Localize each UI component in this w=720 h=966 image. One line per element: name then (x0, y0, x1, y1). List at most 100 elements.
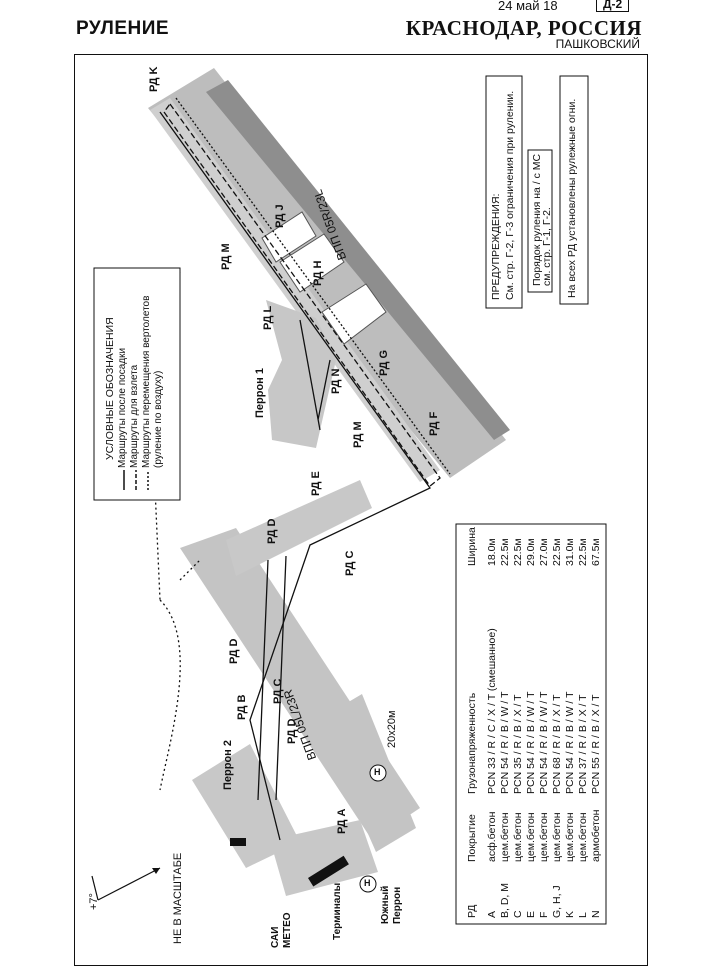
island-j (261, 211, 317, 263)
magnetic-variation: +7° (88, 893, 100, 910)
warnings-title: ПРЕДУПРЕЖДЕНИЯ: (490, 193, 502, 300)
route-heli (175, 97, 451, 475)
chart-section-title: РУЛЕНИЕ (76, 18, 170, 39)
taxiway-e-label: РД E (310, 471, 322, 496)
table-cell-surface: цем.бетон (551, 812, 563, 862)
table-cell-rd: B, D, M (499, 882, 511, 918)
table-cell-surface: цем.бетон (512, 812, 524, 862)
table-cell-rd: E (525, 910, 537, 918)
table-cell-strength: PCN 37 / R / B / X / T (577, 694, 589, 794)
island-h (279, 233, 345, 293)
table-cell-rd: F (538, 911, 550, 918)
taxiway-d2-label: РД D (228, 638, 240, 664)
helipad-icon (369, 764, 387, 782)
table-cell-width: 18.0м (486, 538, 498, 566)
airport-name: ПАШКОВСКИЙ (555, 37, 640, 51)
table-cell-rd: L (577, 912, 589, 918)
runway-05r-surface (206, 80, 510, 440)
table-cell-strength: PCN 55 / R / B / X / T (590, 694, 602, 794)
south-apron (270, 820, 378, 896)
table-cell-width: 22.5м (551, 538, 563, 566)
legend-item-takeoff: Маршруты для взлета (129, 364, 140, 468)
table-cell-strength: PCN 54 / R / B / W / T (499, 691, 511, 795)
warning-box-3 (559, 75, 589, 305)
taxiway-n-label: РД N (330, 368, 342, 394)
island-g (321, 283, 387, 345)
table-cell-width: 67.5м (590, 538, 602, 566)
table-cell-surface: армобетон (590, 809, 602, 862)
route-d-b (257, 555, 287, 801)
runway-05l-end (318, 694, 416, 852)
table-cell-width: 31.0м (564, 538, 576, 566)
airport-city-title: КРАСНОДАР, РОССИЯ (405, 16, 642, 40)
legend-item-heli-note: (руление по воздуху) (153, 370, 164, 468)
legend-box (93, 267, 181, 501)
taxiway-e-connector (226, 480, 372, 576)
warning-box-1 (485, 75, 523, 309)
warnings-line-3: см. стр. Г-1, Г-2. (541, 207, 553, 286)
apron-1 (266, 300, 336, 448)
table-cell-surface: цем.бетон (499, 812, 511, 862)
apron-2 (192, 744, 300, 868)
table-header-strength: Грузонапряженность (466, 692, 478, 794)
terminals-label: Терминалы (332, 882, 343, 940)
warnings-line-1: См. стр. Г-2, Г-3 ограничения при рулени… (504, 90, 516, 300)
north-arrow (91, 867, 161, 901)
table-cell-surface: цем.бетон (577, 812, 589, 862)
table-cell-width: 29.0м (525, 538, 537, 566)
table-header-rd: РД (466, 904, 478, 918)
taxiway-c2-label: РД C (272, 678, 284, 704)
taxiway-m1-label: РД M (220, 243, 232, 270)
warning-box-2 (527, 149, 553, 293)
table-cell-width: 22.5м (499, 538, 511, 566)
table-cell-strength: PCN 33 / R / C / X / T (смешанное) (486, 628, 498, 794)
table-cell-rd: C (512, 910, 524, 918)
south-apron-label-1: Южный (380, 885, 391, 924)
table-cell-strength: PCN 54 / R / B / W / T (538, 691, 550, 795)
taxiway-f-label: РД F (428, 411, 440, 436)
meteo-label: МЕТЕО (282, 912, 293, 948)
chart-date: 24 май 18 (498, 0, 558, 13)
helipad-south-icon (359, 875, 377, 893)
taxiway-a-label: РД A (336, 808, 348, 834)
sai-label: САИ (270, 926, 281, 948)
south-apron-label-2: Перрон (392, 886, 403, 924)
not-to-scale-note: НЕ В МАСШТАБЕ (172, 852, 184, 944)
taxiway-k-label: РД K (148, 66, 160, 92)
route-heli-lower (159, 559, 201, 791)
route-n-l (299, 319, 331, 431)
table-cell-strength: PCN 68 / R / B / X / T (551, 694, 563, 794)
table-header-width: Ширина (466, 527, 478, 566)
chart-page-number: Д-2 (596, 0, 630, 12)
taxiway-b-label: РД B (236, 694, 248, 720)
taxiway-g-label: РД G (378, 349, 390, 376)
table-cell-rd: N (590, 910, 602, 918)
taxiway-table-frame (455, 523, 607, 925)
legend-title: УСЛОВНЫЕ ОБОЗНАЧЕНИЯ (104, 317, 116, 460)
table-header-surface: Покрытие (466, 814, 478, 862)
taxiway-c1-label: РД C (344, 550, 356, 576)
table-cell-width: 22.5м (577, 538, 589, 566)
helipad-label: H (374, 767, 381, 777)
table-cell-rd: A (486, 910, 498, 918)
legend-item-heli: Маршруты перемещения вертолетов (141, 295, 152, 468)
table-cell-surface: цем.бетон (525, 812, 537, 862)
route-takeoff (163, 102, 441, 487)
legend-item-landing: Маршруты после посадки (117, 347, 128, 468)
taxiway-d1-label: РД D (266, 518, 278, 544)
sai-building-icon (230, 838, 246, 846)
table-cell-strength: PCN 54 / R / B / W / T (525, 691, 537, 795)
table-cell-surface: цем.бетон (538, 812, 550, 862)
table-cell-rd: K (564, 910, 576, 918)
taxiway-j-label: РД J (274, 204, 286, 228)
apron-1-label: Перрон 1 (254, 368, 266, 418)
table-cell-width: 22.5м (512, 538, 524, 566)
upper-runway-area (148, 68, 510, 482)
table-cell-strength: PCN 54 / R / B / W / T (564, 691, 576, 795)
taxiway-d3-label: РД D (286, 718, 298, 744)
helipad-south-label: H (364, 878, 371, 888)
table-cell-surface: цем.бетон (564, 812, 576, 862)
helipad-size-label: 20x20м (386, 710, 398, 748)
apron-2-label: Перрон 2 (222, 740, 234, 790)
